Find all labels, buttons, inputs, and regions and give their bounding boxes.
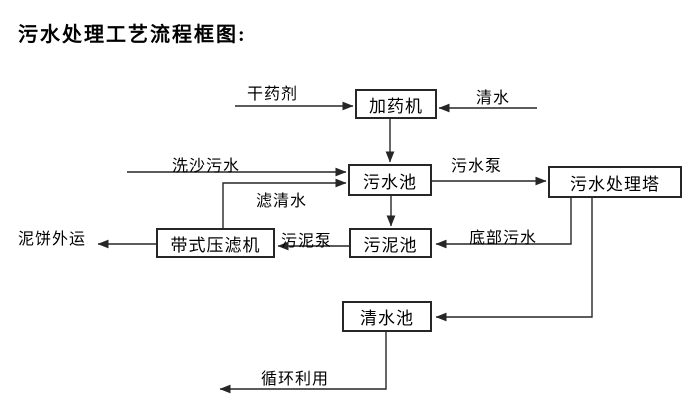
arrow-bottom-sewage-tower-to-sludge-pool <box>435 198 572 249</box>
node-dosing-machine: 加药机 <box>355 89 437 119</box>
flow-label-bottom-sewage: 底部污水 <box>469 230 538 247</box>
node-sewage-pool: 污水池 <box>348 164 432 196</box>
flow-label-sludge-pump: 污泥泵 <box>281 233 333 250</box>
flow-label-sewage-pump: 污水泵 <box>451 158 503 175</box>
arrow-tower-to-clear-water-pool <box>435 198 593 322</box>
flow-label-dry-agent: 干药剂 <box>247 86 299 103</box>
flow-label-clear-water: 清水 <box>476 90 511 107</box>
flow-label-filtered-water: 滤清水 <box>256 193 308 210</box>
flow-label-recycling: 循环利用 <box>261 371 330 388</box>
node-clear-water-pool: 清水池 <box>342 301 432 332</box>
node-belt-filter-press: 带式压滤机 <box>156 228 275 258</box>
arrow-clear-water-pool-to-recycling <box>219 332 387 394</box>
arrow-filtered-water-press-to-sewage-pool <box>222 178 347 228</box>
flow-label-sand-washing-sewage: 洗沙污水 <box>172 158 241 175</box>
flow-label-mud-cake-out: 泥饼外运 <box>18 231 87 248</box>
page-title: 污水处理工艺流程框图: <box>18 24 247 46</box>
node-sludge-pool: 污泥池 <box>349 228 432 258</box>
node-treatment-tower: 污水处理塔 <box>548 166 682 198</box>
